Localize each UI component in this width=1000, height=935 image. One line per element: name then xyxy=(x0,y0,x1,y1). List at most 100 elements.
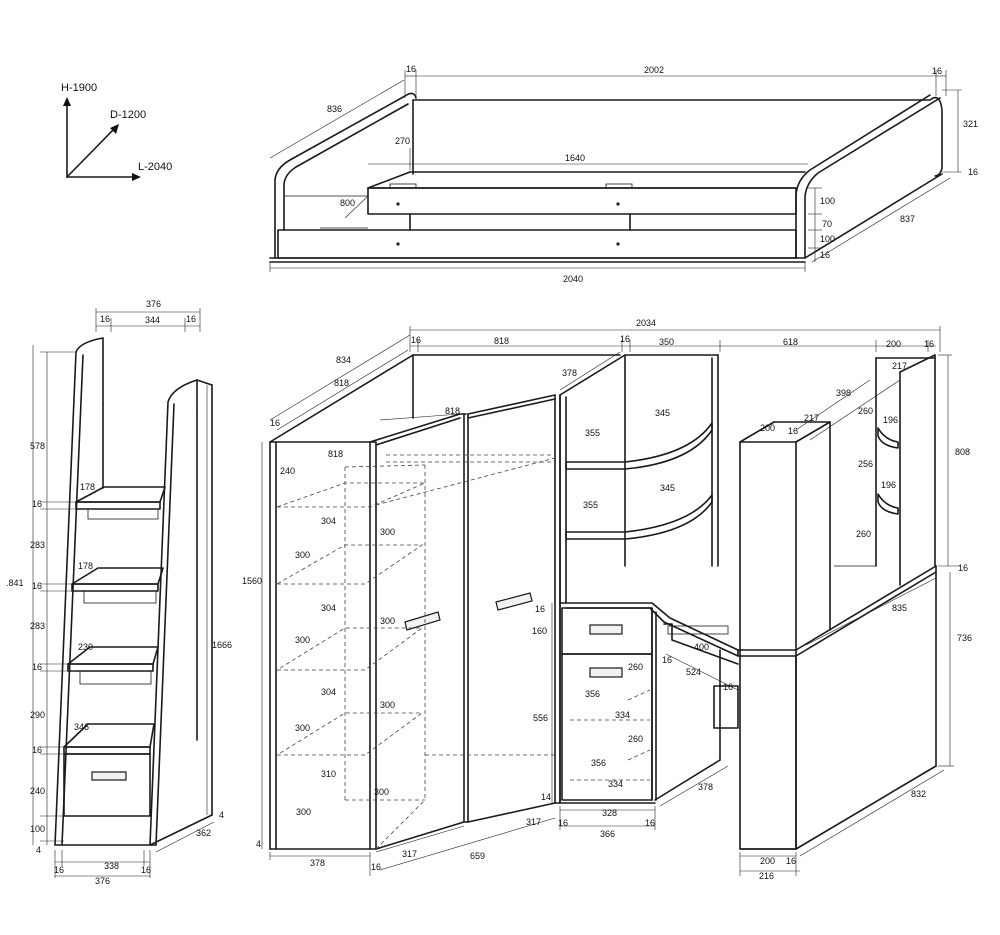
main-dim-818-b: 818 xyxy=(445,406,460,416)
desk-dim-16-right: 16 xyxy=(645,818,655,828)
bed-dimensions: 16 2002 16 836 270 1640 800 2040 321 16 … xyxy=(269,64,978,284)
main-dim-659: 659 xyxy=(470,851,485,861)
desk-dim-556: 556 xyxy=(533,713,548,723)
stairs-dim-16-step1: 16 xyxy=(32,499,42,509)
main-dim-2034: 2034 xyxy=(636,318,656,328)
stairs-dim-178-a: 178 xyxy=(80,482,95,492)
shelf-300-f: 300 xyxy=(295,723,310,733)
shelf-300-b: 300 xyxy=(295,550,310,560)
main-dim-378-bottom: 378 xyxy=(310,858,325,868)
drawer-260-b: 260 xyxy=(628,734,643,744)
shelf-300-d: 300 xyxy=(295,635,310,645)
bed-dim-100-b: 100 xyxy=(820,234,835,244)
drawer-334-b: 334 xyxy=(608,779,623,789)
drawer-260-a: 260 xyxy=(628,662,643,672)
bed-dim-2002: 2002 xyxy=(644,65,664,75)
stairs-dim-16-b: 16 xyxy=(186,314,196,324)
bed-dim-837: 837 xyxy=(900,214,915,224)
foot-dim-16: 16 xyxy=(786,856,796,866)
stairs-dim-290: 290 xyxy=(30,710,45,720)
desk-dim-16-left: 16 xyxy=(558,818,568,828)
shelf-304-a: 304 xyxy=(321,516,336,526)
stairs-dim-1666: 1666 xyxy=(212,640,232,650)
main-dim-16-left: 16 xyxy=(270,418,280,428)
bed-dim-70: 70 xyxy=(822,219,832,229)
desk-dim-378: 378 xyxy=(698,782,713,792)
stairs-dim-376-bottom: 376 xyxy=(95,876,110,886)
stairs-dim-230: 230 xyxy=(78,642,93,652)
tower-dim-260-a: 260 xyxy=(858,406,873,416)
corner-345-a: 345 xyxy=(655,408,670,418)
stairs-dim-16-step3: 16 xyxy=(32,662,42,672)
axis-depth-label: D-1200 xyxy=(110,109,146,121)
foot-dim-216: 216 xyxy=(759,871,774,881)
bed-dim-835: 835 xyxy=(892,603,907,613)
stairs-drawing xyxy=(54,337,213,846)
main-dim-200: 200 xyxy=(886,339,901,349)
tower-dim-217-b: 217 xyxy=(892,361,907,371)
bed-drawing xyxy=(269,92,943,263)
stairs-dim-344: 344 xyxy=(145,315,160,325)
main-dim-317-b: 317 xyxy=(526,817,541,827)
bed-dim-16-right: 16 xyxy=(932,66,942,76)
tower-dim-217-a: 217 xyxy=(804,413,819,423)
bed-dim-832: 832 xyxy=(911,789,926,799)
stairs-dim-total: .841 xyxy=(6,578,24,588)
drawer-356-b: 356 xyxy=(591,758,606,768)
stairs-dim-100: 100 xyxy=(30,824,45,834)
stairs-dim-16-bottom-left: 16 xyxy=(54,865,64,875)
main-dim-378-top: 378 xyxy=(562,368,577,378)
shelf-304-b: 304 xyxy=(321,603,336,613)
desk-dim-160: 160 xyxy=(532,626,547,636)
corner-345-b: 345 xyxy=(660,483,675,493)
shelf-300-c: 300 xyxy=(380,616,395,626)
bed-dim-321: 321 xyxy=(963,119,978,129)
shelf-300-e: 300 xyxy=(380,700,395,710)
main-unit-drawing xyxy=(269,354,937,850)
tower-dim-196-b: 196 xyxy=(881,480,896,490)
corner-355-b: 355 xyxy=(583,500,598,510)
bed-dim-800: 800 xyxy=(340,198,355,208)
shelf-310: 310 xyxy=(321,769,336,779)
shelf-300-h: 300 xyxy=(296,807,311,817)
main-dim-16-b: 16 xyxy=(620,334,630,344)
stairs-dim-240: 240 xyxy=(30,786,45,796)
tower-dim-808: 808 xyxy=(955,447,970,457)
main-dim-16-c: 16 xyxy=(924,339,934,349)
shelf-300-g: 300 xyxy=(374,787,389,797)
main-dim-350: 350 xyxy=(659,337,674,347)
tower-dim-260-b: 260 xyxy=(856,529,871,539)
tower-dim-16-right: 16 xyxy=(958,563,968,573)
stairs-dim-4-right: 4 xyxy=(219,810,224,820)
stairs-dim-16-a: 16 xyxy=(100,314,110,324)
bed-dim-100-a: 100 xyxy=(820,196,835,206)
bed-dim-270: 270 xyxy=(395,136,410,146)
tower-dim-256: 256 xyxy=(858,459,873,469)
main-dim-16-bottom: 16 xyxy=(371,862,381,872)
stairs-dim-178-b: 178 xyxy=(78,561,93,571)
stairs-dim-578: 578 xyxy=(30,441,45,451)
stairs-dim-362: 362 xyxy=(196,828,211,838)
main-dimensions: 2034 16 818 16 350 618 200 16 834 818 16… xyxy=(242,318,972,881)
desk-dim-366: 366 xyxy=(600,829,615,839)
stairs-dim-16-step4: 16 xyxy=(32,745,42,755)
bed-dim-16-plinth: 16 xyxy=(968,167,978,177)
stairs-dim-16-step2: 16 xyxy=(32,581,42,591)
tower-dim-398: 398 xyxy=(836,388,851,398)
desk-dim-400: 400 xyxy=(694,642,709,652)
bed-dim-2040: 2040 xyxy=(563,274,583,284)
desk-dim-524: 524 xyxy=(686,667,701,677)
main-dim-618: 618 xyxy=(783,337,798,347)
main-dim-4: 4 xyxy=(256,839,261,849)
stairs-dim-16-bottom-right: 16 xyxy=(141,865,151,875)
stairs-dimensions: 376 16 344 16 578 16 283 16 283 16 290 1… xyxy=(6,299,232,886)
stairs-dim-376-top: 376 xyxy=(146,299,161,309)
axis-height-label: H-1900 xyxy=(61,82,97,94)
tower-dim-16: 16 xyxy=(788,426,798,436)
axis-length-label: L-2040 xyxy=(138,161,172,173)
shelf-300-a: 300 xyxy=(380,527,395,537)
stairs-dim-338: 338 xyxy=(104,861,119,871)
desk-dim-16-top: 16 xyxy=(662,655,672,665)
desk-dim-16-b: 16 xyxy=(723,682,733,692)
